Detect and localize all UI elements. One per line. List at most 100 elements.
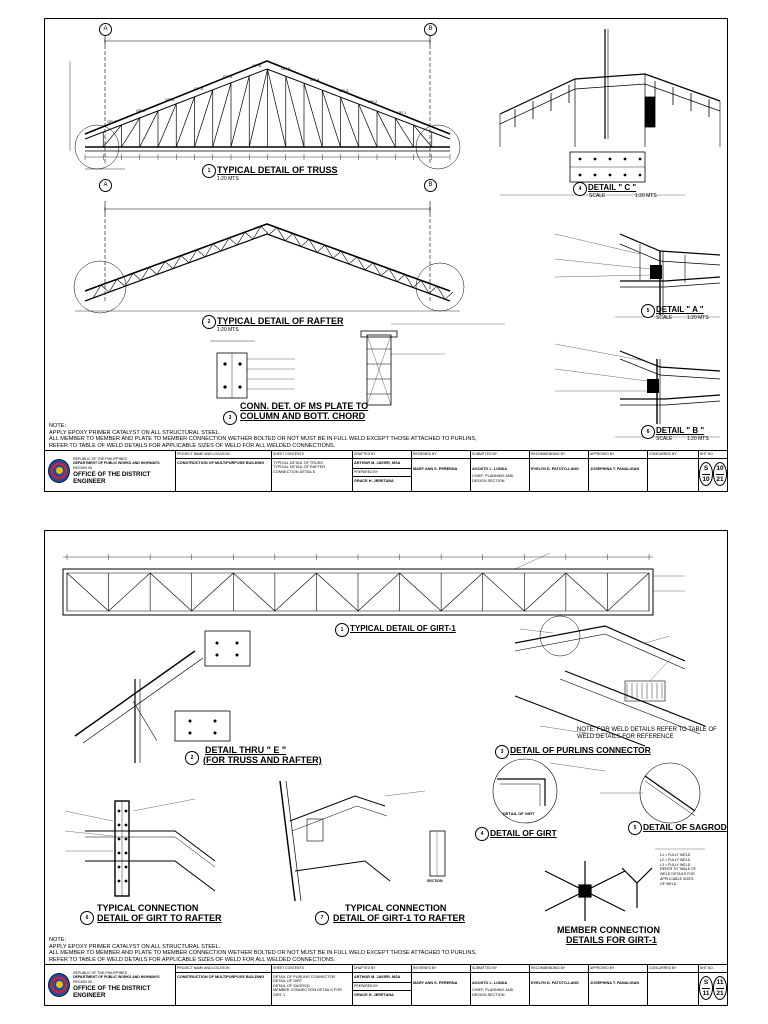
tb-project-value: CONSTRUCTION OF MULTIPURPOSE BUILDING	[177, 461, 265, 465]
weld-legend-line: OF WELD	[660, 881, 677, 886]
detail-number-b: 6	[641, 425, 655, 439]
tb-approved-value: JOSEPHINA T. PANALIGAN	[590, 981, 640, 985]
detail-number-purlins: 3	[495, 745, 509, 759]
truss-scale: 1:20 MTS	[217, 176, 239, 182]
sheet-total: 21	[716, 476, 724, 483]
weld-legend: L1 = FULLY WELD L2 = FULLY WELD L3 = FUL…	[660, 853, 696, 887]
tb-reviewed-value: MARY ANN S. PERERNA	[413, 467, 458, 471]
tb-approved: APPROVED BY JOSEPHINA T. PANALIGAN	[589, 965, 648, 1005]
drawing-sheet-s11: 1 TYPICAL DETAIL OF GIRT-1 2 DETAIL THRU…	[44, 530, 728, 1006]
tb-reviewed: REVIEWED BY MARY ANN S. PERERNA	[412, 965, 471, 1005]
truss-panel-label: GP-2	[368, 99, 378, 105]
agency-line: DEPARTMENT OF PUBLIC WORKS AND HIGHWAYS	[73, 461, 160, 466]
detail-number-conn-rafter: 6	[80, 911, 94, 925]
sheet-page-badge: 10 21	[713, 462, 727, 486]
grid-bubble-b: B	[424, 23, 437, 36]
note-line: REFER TO TABLE OF WELD DETAILS FOR APPLI…	[49, 442, 336, 449]
tb-contents-line: TYPICAL DETAIL OF RAFTER	[273, 465, 326, 470]
sheet-page-small: 11	[702, 990, 710, 997]
tb-submitted: SUBMITTED BY AGOSTO L. LUNDA CHIEF, PLAN…	[471, 451, 530, 491]
title-typical-detail-girt1: TYPICAL DETAIL OF GIRT-1	[350, 624, 456, 633]
tb-approved-value: JOSEPHINA T. PANALIGAN	[590, 467, 640, 471]
rafter-scale: 1:20 MTS	[217, 327, 239, 333]
detail-c-scale-label: SCALE	[589, 193, 606, 199]
dpwh-seal-icon	[48, 973, 71, 997]
title-block-s11: REPUBLIC OF THE PHILIPPINES DEPARTMENT O…	[45, 964, 727, 1005]
title-conn-det-line1: CONN. DET. OF MS PLATE TO	[240, 401, 369, 411]
tb-contents-line: DETAIL OF PURLINS CONNECTOR	[273, 975, 336, 979]
tb-contents-head: SHEET CONTENTS	[272, 965, 352, 973]
title-block-s10: REPUBLIC OF THE PHILIPPINES DEPARTMENT O…	[45, 450, 727, 491]
tb-approved-head: APPROVED BY	[589, 451, 647, 459]
tb-recommending-value: EVELYN D. PATOTO-LANO	[531, 981, 579, 985]
tb-reviewed-head: REVIEWED BY	[412, 451, 470, 459]
tb-submitted-title: CHIEF, PLANNING AND DESIGN SECTION	[472, 988, 514, 997]
detail-number-rafter: 2	[202, 315, 216, 329]
tb-sheet-head: SHT NO.	[699, 965, 727, 973]
tb-concurred: CONCURRED BY	[648, 965, 699, 1005]
truss-panel-label: GP-4	[310, 76, 320, 82]
sheet-code: S	[703, 979, 709, 986]
tb-submitted: SUBMITTED BY AGOSTO L. LUNDA CHIEF, PLAN…	[471, 965, 530, 1005]
tb-concurred-head: CONCURRED BY	[648, 451, 698, 459]
title-member-conn-line2: DETAILS FOR GIRT-1	[566, 935, 657, 945]
sheet-page: 11	[716, 979, 724, 986]
truss-panel-label: GP-3	[339, 88, 349, 94]
agency-office: OFFICE OF THE DISTRICT ENGINEER	[73, 471, 151, 486]
tb-project: PROJECT NAME AND LOCATION CONSTRUCTION O…	[176, 451, 272, 491]
tb-concurred-head: CONCURRED BY	[648, 965, 698, 973]
tb-sheet-contents: SHEET CONTENTS TYPICAL DETAIL OF TRUSS T…	[272, 451, 353, 491]
label-detail-of-girt-small: DETAIL OF GIRT	[503, 811, 535, 816]
agency-office: OFFICE OF THE DISTRICT ENGINEER	[73, 985, 151, 1000]
truss-panel-label: GP-2	[136, 107, 146, 113]
title-typical-detail-truss: TYPICAL DETAIL OF TRUSS	[217, 165, 338, 175]
tb-project: PROJECT NAME AND LOCATION CONSTRUCTION O…	[176, 965, 272, 1005]
note-line: ALL MEMBER TO MEMBER AND PLATE TO MEMBER…	[49, 950, 477, 957]
grid-bubble-a-rafter: A	[99, 179, 112, 192]
detail-number-conn-girt1: 7	[315, 911, 329, 925]
tb-reviewed-value: MARY ANN S. PERERNA	[413, 981, 458, 985]
detail-b-scale: 1:20 MTS	[687, 436, 709, 442]
agency-line: REGION XII	[73, 979, 93, 984]
detail-number-girt: 1	[335, 623, 349, 637]
detail-number-truss: 1	[202, 164, 216, 178]
tb-project-head: PROJECT NAME AND LOCATION	[176, 965, 271, 973]
general-notes-s10: NOTE: APPLY EPOXY PRIMER CATALYST ON ALL…	[49, 423, 477, 449]
tb-recommending: RECOMMENDING BY EVELYN D. PATOTO-LANO	[530, 965, 589, 1005]
agency-line: REGION XII	[73, 465, 93, 470]
tb-submitted-title: CHIEF, PLANNING AND DESIGN SECTION	[472, 474, 514, 483]
label-section: SECTION	[427, 879, 443, 883]
weld-legend-line: REFER TO TABLE OF	[660, 867, 697, 872]
sheet-page-small: 10	[702, 476, 710, 483]
tb-sheet-number: SHT NO. S 11 11 21	[699, 965, 727, 1005]
weld-legend-line: APPLICABLE SIZES	[660, 876, 694, 881]
tb-recommending: RECOMMENDING BY EVELYN D. PATOTO-LANO	[530, 451, 589, 491]
title-detail-a: DETAIL " A "	[656, 305, 704, 314]
tb-contents-line: MEMBER CONNECTION DETAILS FOR GIRT-1	[273, 988, 342, 997]
tb-submitted-head: SUBMITTED BY	[471, 451, 529, 459]
truss-panel-label: GP-3	[165, 96, 175, 102]
detail-c-scale: 1:20 MTS	[635, 193, 657, 199]
tb-contents-line: TYPICAL DETAIL OF TRUSS	[273, 461, 323, 465]
tb-recommending-head: RECOMMENDING BY	[530, 965, 588, 973]
tb-drafted-head: DRAFTED BY	[353, 965, 411, 973]
tb-reviewed-head: REVIEWED BY	[412, 965, 470, 973]
sheet-page-badge: 11 21	[713, 976, 727, 1000]
truss-panel-label: GP-1	[107, 119, 117, 124]
tb-prepared-head: PREPARED BY	[353, 982, 411, 991]
grid-bubble-b-rafter: B	[424, 179, 437, 192]
truss-panel-label: GP-5	[223, 74, 233, 80]
note-line: NOTE:	[49, 937, 67, 943]
note-line: APPLY EPOXY PRIMER CATALYST ON ALL STRUC…	[49, 429, 221, 436]
tb-contents-line: CONNECTION DETAILS	[273, 469, 316, 474]
tb-drafted: DRAFTED BY ARTHUR M. JAVIER, MSA PREPARE…	[353, 965, 412, 1005]
tb-approved: APPROVED BY JOSEPHINA T. PANALIGAN	[589, 451, 648, 491]
tb-reviewed: REVIEWED BY MARY ANN S. PERERNA	[412, 451, 471, 491]
title-member-conn-line1: MEMBER CONNECTION	[557, 925, 660, 935]
detail-number-thru-e: 2	[185, 751, 199, 765]
truss-panel-label: GP-6	[252, 63, 262, 69]
weld-note-line: WELD DETAILS FOR REFERENCE	[577, 734, 674, 740]
tb-recommending-value: EVELYN D. PATOTO-LANO	[531, 467, 579, 471]
detail-number-c: 4	[573, 182, 587, 196]
